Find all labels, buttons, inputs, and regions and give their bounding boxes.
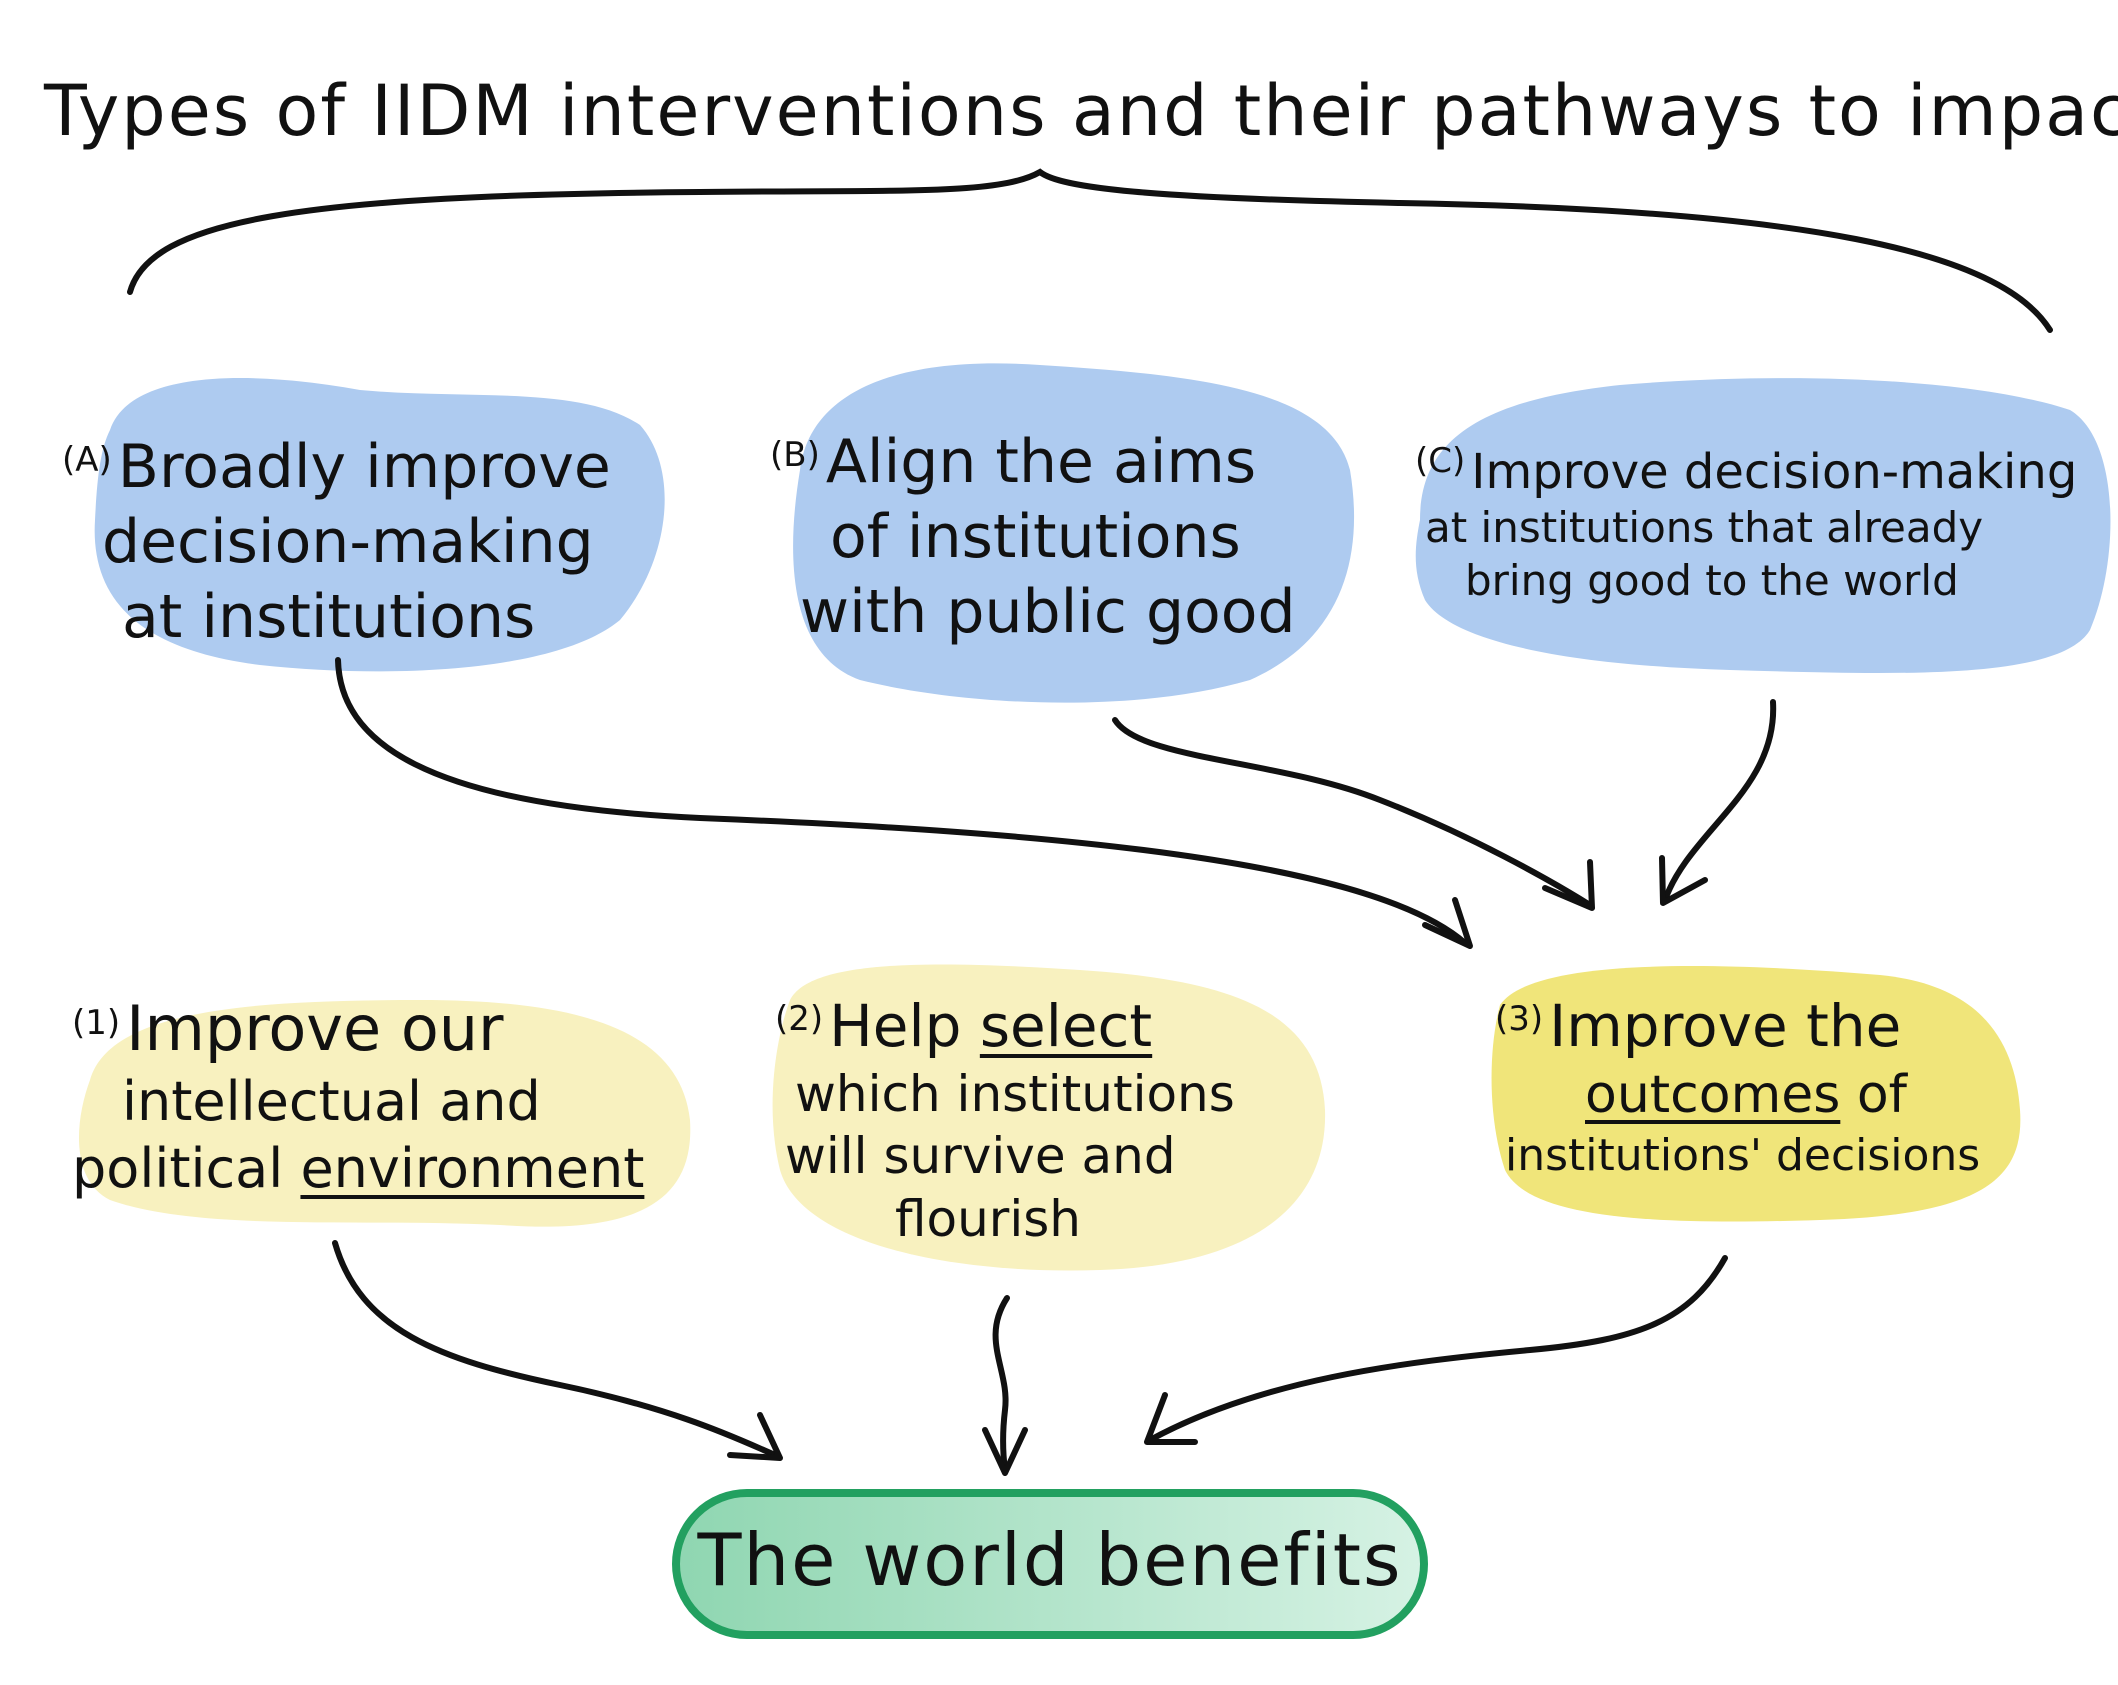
- intervention-b-text: (B)Align the aims of institutions with p…: [770, 425, 1296, 650]
- pathway-1-blob: [78, 1000, 691, 1227]
- arrow-3-to-outcome-head: [1144, 1392, 1198, 1445]
- pathway-1-text: (1)Improve our intellectual and politica…: [72, 990, 644, 1203]
- intervention-b-blob: [793, 363, 1355, 703]
- intervention-a-blob: [94, 378, 665, 672]
- pathway-3-blob: [1491, 966, 2021, 1222]
- pathway-1-line-3-underlined: environment: [300, 1137, 645, 1200]
- arrow-2-to-outcome: [992, 1295, 1010, 1473]
- pathway-2-blob: [772, 964, 1326, 1271]
- intervention-c-blob: [1415, 378, 2111, 674]
- intervention-c-line-1: Improve decision-making: [1471, 444, 2078, 500]
- title-brace: [127, 168, 2053, 333]
- intervention-c-line-3: bring good to the world: [1465, 555, 1959, 605]
- intervention-c-text: (C)Improve decision-making at institutio…: [1415, 440, 2077, 607]
- intervention-b-line-1: Align the aims: [825, 427, 1257, 497]
- arrow-2-to-outcome-head: [982, 1427, 1028, 1476]
- intervention-b-tag: (B): [770, 435, 820, 475]
- arrow-a-to-3: [335, 657, 1468, 946]
- pathway-3-line-1: Improve the: [1549, 992, 1902, 1060]
- arrow-1-to-outcome-head: [727, 1412, 783, 1461]
- intervention-a-line-1: Broadly improve: [117, 432, 611, 502]
- pathway-2-line-2: which institutions: [795, 1064, 1235, 1123]
- pathway-3-line-2-underlined: outcomes: [1585, 1064, 1841, 1125]
- pathway-1-line-2: intellectual and: [122, 1069, 541, 1133]
- arrow-c-to-3: [1662, 699, 1777, 903]
- pathway-1-line-1: Improve our: [126, 992, 504, 1065]
- outcome-pill: [672, 1489, 1428, 1639]
- intervention-a-line-3: at institutions: [122, 582, 536, 652]
- pathway-3-line-3: institutions' decisions: [1505, 1129, 1981, 1181]
- pathway-2-line-4: flourish: [895, 1189, 1081, 1248]
- pathway-2-line-3: will survive and: [785, 1127, 1176, 1185]
- pathway-2-line-1-underlined: select: [979, 992, 1153, 1060]
- pathway-3-line-2-post: of: [1840, 1064, 1907, 1125]
- intervention-b-line-2: of institutions: [830, 502, 1241, 572]
- arrow-a-to-3-head: [1422, 897, 1473, 949]
- pathway-2-line-1-pre: Help: [829, 992, 980, 1060]
- intervention-c-tag: (C): [1415, 441, 1466, 481]
- pathway-3-tag: (3): [1495, 999, 1544, 1039]
- arrow-c-to-3-head: [1659, 855, 1708, 906]
- intervention-a-text: (A)Broadly improve decision-making at in…: [62, 430, 611, 655]
- arrow-1-to-outcome: [332, 1240, 778, 1458]
- pathway-3-text: (3)Improve the outcomes of institutions'…: [1495, 990, 1980, 1183]
- outcome-label: The world benefits: [697, 1518, 1403, 1602]
- intervention-b-line-3: with public good: [800, 577, 1296, 647]
- pathway-1-tag: (1): [72, 1003, 121, 1043]
- arrow-3-to-outcome: [1147, 1255, 1728, 1443]
- arrow-b-to-3-head: [1542, 859, 1595, 911]
- pathway-2-text: (2)Help select which institutions will s…: [775, 990, 1235, 1250]
- diagram-title: Types of IIDM interventions and their pa…: [44, 70, 2118, 152]
- pathway-2-tag: (2): [775, 999, 824, 1039]
- pathway-1-line-3-pre: political: [72, 1137, 301, 1200]
- intervention-a-tag: (A): [62, 440, 112, 480]
- intervention-c-line-2: at institutions that already: [1425, 503, 1984, 552]
- arrow-b-to-3: [1112, 717, 1593, 908]
- intervention-a-line-2: decision-making: [102, 507, 594, 577]
